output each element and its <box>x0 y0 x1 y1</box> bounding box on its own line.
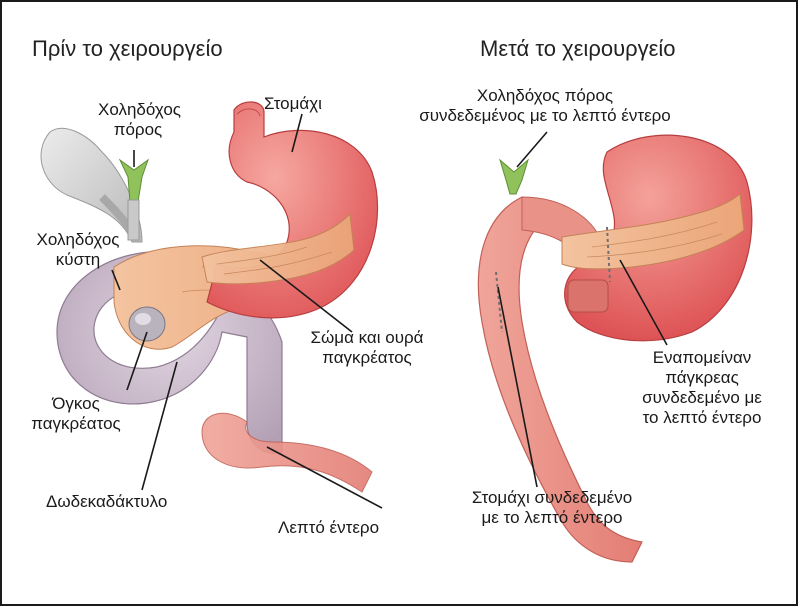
label-pancreas-body-tail: Σώμα και ουρά παγκρέατος <box>302 328 432 368</box>
label-bile-duct: Χοληδόχος πόρος <box>98 100 178 140</box>
label-stomach: Στομάχι <box>264 94 322 114</box>
after-surgery-title: Μετά το χειρουργείο <box>480 36 676 62</box>
label-remaining-pancreas: Εναπομείναν πάγκρεας συνδεδεμένο με το λ… <box>624 348 780 428</box>
small-intestine-shape <box>202 413 372 492</box>
label-stomach-connected: Στομάχι συνδεδεμένο με το λεπτό έντερο <box>452 488 652 528</box>
label-small-intestine: Λεπτό έντερο <box>278 518 379 538</box>
label-gallbladder: Χοληδόχος κύστη <box>28 230 128 270</box>
label-tumor: Όγκος παγκρέατος <box>26 394 126 434</box>
before-surgery-title: Πρίν το χειρουργείο <box>32 36 223 62</box>
bile-duct-after-shape <box>500 160 528 194</box>
label-bile-duct-connected: Χοληδόχος πόρος συνδεδεμένος με το λεπτό… <box>380 86 710 126</box>
label-duodenum: Δωδεκαδάκτυλο <box>46 492 167 512</box>
